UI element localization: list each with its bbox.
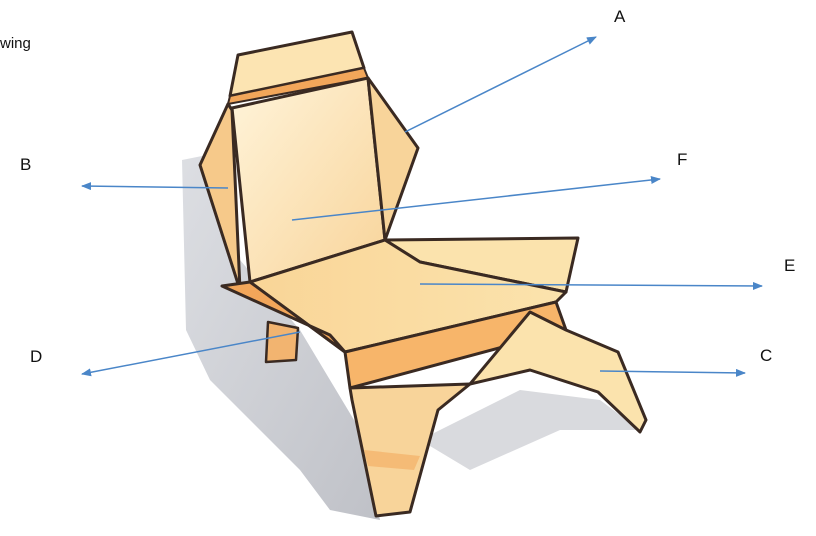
label-C: C [760,347,772,364]
text-fragment: wing [0,36,31,51]
label-E: E [784,257,795,274]
arrow-A [405,37,596,132]
label-B: B [20,156,31,173]
label-F: F [677,151,687,168]
label-A: A [614,8,625,25]
label-D: D [30,348,42,365]
back-leg [266,322,298,362]
